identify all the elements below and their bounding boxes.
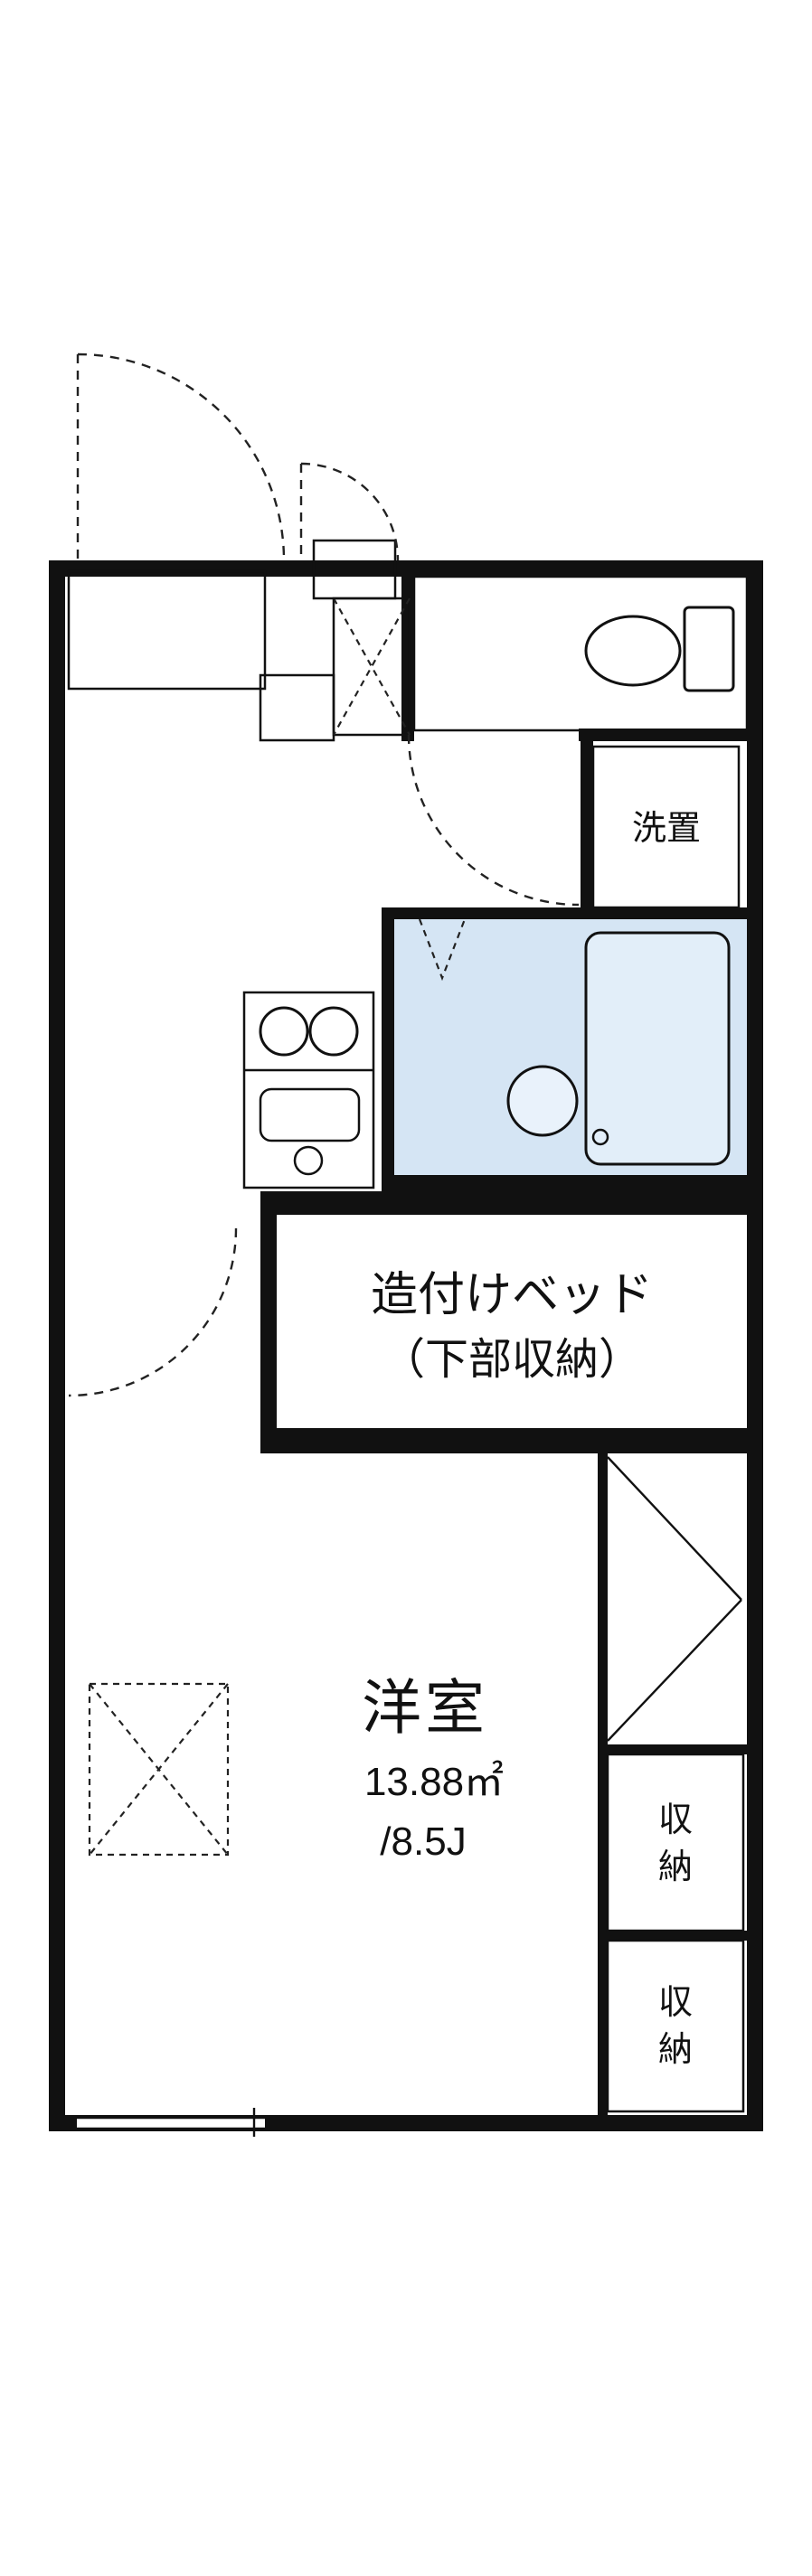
entry-door-arc-small <box>300 462 400 561</box>
storage-box-bottom <box>606 1939 745 2113</box>
shower-folding-door <box>418 918 467 982</box>
entry-hall-outline <box>67 569 267 691</box>
wall-left <box>49 560 65 2131</box>
labels: 洗置 造付けベッド （下部収納） 洋室 13.88㎡ /8.5J 収 納 収 納 <box>362 810 701 2069</box>
storage-box-top <box>606 1753 745 1932</box>
sink-basin-icon <box>259 1087 361 1142</box>
wall-storage-divider <box>598 1931 747 1941</box>
bed-label-line1: 造付けベッド <box>371 1269 653 1321</box>
wall-right <box>747 560 763 2131</box>
closet-column <box>607 1456 742 1742</box>
bathroom-fixtures <box>418 918 731 1166</box>
shoe-cabinet-diagonal-1 <box>333 597 411 736</box>
kitchen-unit <box>242 991 375 1189</box>
wall-closet-column <box>598 1453 608 2115</box>
dashed-furniture-outline <box>88 1682 230 1857</box>
genkan-mat <box>259 673 335 742</box>
wall-hall-toilet <box>401 560 414 741</box>
wall-bed-top <box>260 1191 747 1215</box>
closet-diagonal-upper <box>607 1456 742 1601</box>
entry-door-frame <box>312 539 397 600</box>
bathtub-icon <box>584 931 731 1166</box>
wall-closet-divider <box>598 1744 747 1754</box>
shoe-cabinet-diagonal-2 <box>333 597 411 736</box>
storage-boxes <box>606 1753 745 2113</box>
wall-bathroom-left <box>382 907 394 1199</box>
storage-top-label-char2: 納 <box>658 1848 693 1886</box>
toilet-door-arc <box>407 734 580 907</box>
storage-top-label-char1: 収 <box>658 1801 693 1839</box>
window-gap <box>77 2117 265 2129</box>
washbowl-icon <box>506 1065 579 1137</box>
entrance-area <box>67 353 411 742</box>
furniture-box <box>88 1682 230 1857</box>
wall-bathroom-top <box>382 907 763 919</box>
storage-bottom-label-char2: 納 <box>658 2031 693 2069</box>
furniture-diagonal-2 <box>89 1683 229 1856</box>
toilet-bowl <box>584 615 682 687</box>
stove-burner-right-icon <box>308 1006 359 1057</box>
main-room-area-m2: 13.88㎡ <box>364 1760 504 1804</box>
washer-label: 洗置 <box>632 810 701 848</box>
toilet-icon <box>584 606 735 692</box>
main-room-name: 洋室 <box>362 1674 488 1741</box>
main-room-area-jo: /8.5J <box>380 1819 466 1864</box>
wall-washer-left <box>581 729 593 919</box>
closet-diagonal-lower <box>607 1599 742 1742</box>
window-bottom <box>77 2108 265 2137</box>
interior-walls <box>260 560 763 2115</box>
wall-bed-left <box>260 1191 277 1453</box>
kitchen-counter <box>242 991 375 1189</box>
bathtub-drain-icon <box>591 1128 609 1146</box>
wall-bed-bottom <box>260 1428 747 1453</box>
bed-label-line2: （下部収納） <box>382 1336 642 1384</box>
sink-drain-icon <box>293 1145 324 1176</box>
toilet-tank <box>683 606 735 692</box>
room-door-arc <box>68 1227 238 1397</box>
stove-burner-left-icon <box>259 1006 309 1057</box>
entry-door-arc <box>77 353 286 561</box>
wall-under-toilet <box>579 729 763 741</box>
storage-bottom-label-char1: 収 <box>658 1984 693 2022</box>
